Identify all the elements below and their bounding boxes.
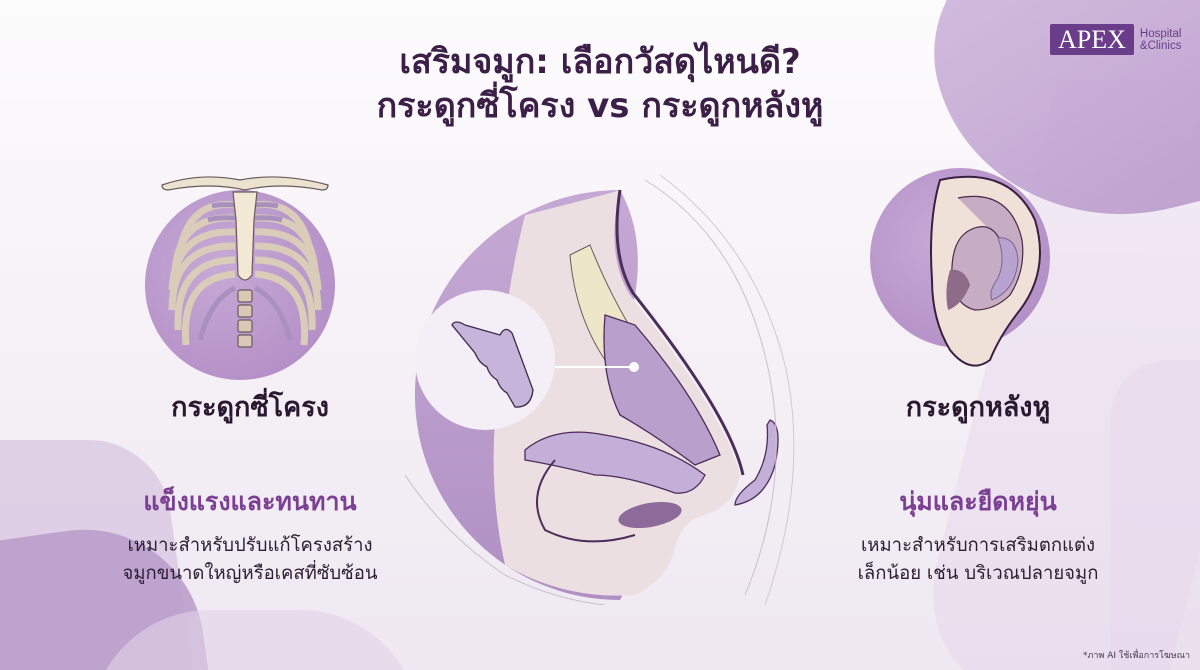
description-line-1: เหมาะสำหรับปรับแก้โครงสร้าง xyxy=(127,535,373,556)
description-line-1: เหมาะสำหรับการเสริมตกแต่ง xyxy=(860,535,1096,556)
title-line-2: กระดูกซี่โครง vs กระดูกหลังหู xyxy=(376,86,824,126)
ai-image-disclaimer: *ภาพ AI ใช้เพื่อการโฆษณา xyxy=(1082,651,1190,661)
brand-logo: APEX Hospital &Clinics xyxy=(1050,24,1181,55)
option-label: กระดูกหลังหู xyxy=(905,392,1051,423)
title-line-1: เสริมจมูก: เลือกวัสดุไหนดี? xyxy=(399,42,801,82)
logo-subtitle: Hospital &Clinics xyxy=(1140,28,1182,52)
description-line-2: จมูกขนาดใหญ่หรือเคสที่ซับซ้อน xyxy=(122,563,378,584)
background-shape-bottom-left-light xyxy=(90,610,420,670)
ribcage-illustration-icon xyxy=(140,160,350,380)
description-line-2: เล็กน้อย เช่น บริเวณปลายจมูก xyxy=(857,563,1099,584)
logo-sub-line2: &Clinics xyxy=(1139,39,1182,52)
nose-cross-section-illustration-icon xyxy=(404,174,825,606)
option-description: เหมาะสำหรับปรับแก้โครงสร้าง จมูกขนาดใหญ่… xyxy=(80,532,420,588)
page-title: เสริมจมูก: เลือกวัสดุไหนดี? กระดูกซี่โคร… xyxy=(0,40,1200,128)
logo-sub-line1: Hospital xyxy=(1139,27,1182,40)
ear-illustration-icon xyxy=(870,160,1060,370)
option-description: เหมาะสำหรับการเสริมตกแต่ง เล็กน้อย เช่น … xyxy=(808,532,1148,588)
logo-mark: APEX xyxy=(1050,24,1134,55)
option-tagline: นุ่มและยืดหยุ่น xyxy=(899,487,1057,516)
option-label: กระดูกซี่โครง xyxy=(171,392,329,423)
option-tagline: แข็งแรงและทนทาน xyxy=(143,487,357,516)
